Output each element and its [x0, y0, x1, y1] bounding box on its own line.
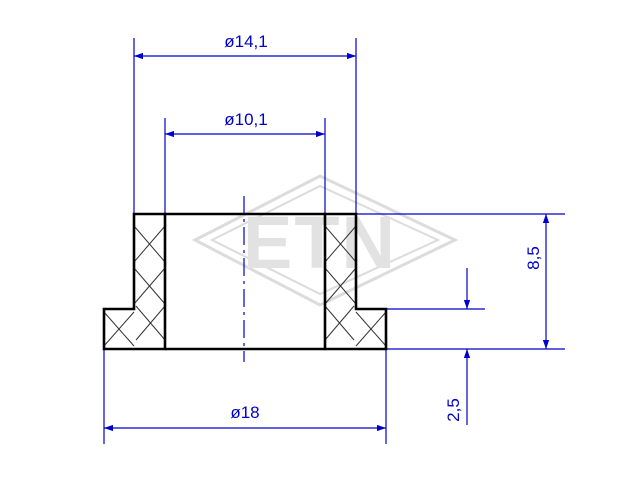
dim-text-outer-flange: ø14,1: [224, 32, 267, 51]
diamond-logo-icon: [191, 174, 459, 307]
dim-text-base-flange: ø18: [230, 403, 259, 422]
dim-text-inner-bore: ø10,1: [224, 110, 267, 129]
dim-text-flange-thickness: 2,5: [444, 398, 463, 422]
dimension-lines: [104, 52, 550, 432]
extension-lines: [103, 38, 565, 444]
dim-text-total-height: 8,5: [524, 246, 543, 270]
part-outline: [102, 212, 388, 351]
section-hatching: [103, 225, 387, 347]
